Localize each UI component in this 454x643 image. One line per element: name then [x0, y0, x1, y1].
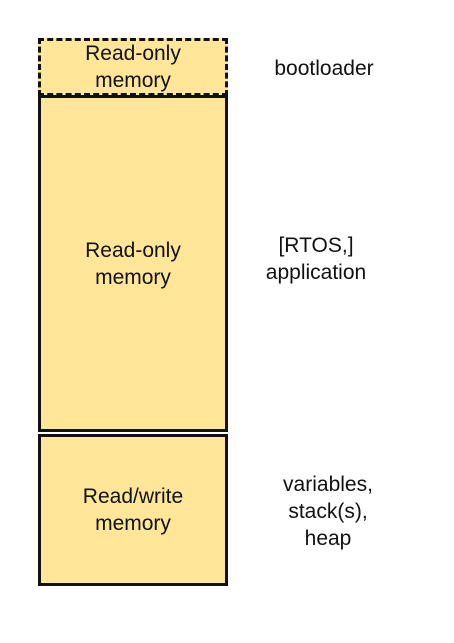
memory-type-label-read-only-app: Read-only memory	[85, 238, 181, 289]
memory-type-label-read-only-boot: Read-only memory	[85, 42, 181, 92]
memory-region-data: Read/write memory	[38, 434, 228, 586]
region-description-application: [RTOS,] application	[265, 234, 367, 284]
region-description-bootloader: bootloader	[274, 57, 374, 80]
region-description-data: variables, stack(s), heap	[283, 473, 373, 550]
memory-region-application: Read-only memory	[38, 95, 228, 432]
memory-type-label-read-write: Read/write memory	[82, 485, 184, 535]
memory-region-bootloader: Read-only memory	[38, 38, 228, 96]
